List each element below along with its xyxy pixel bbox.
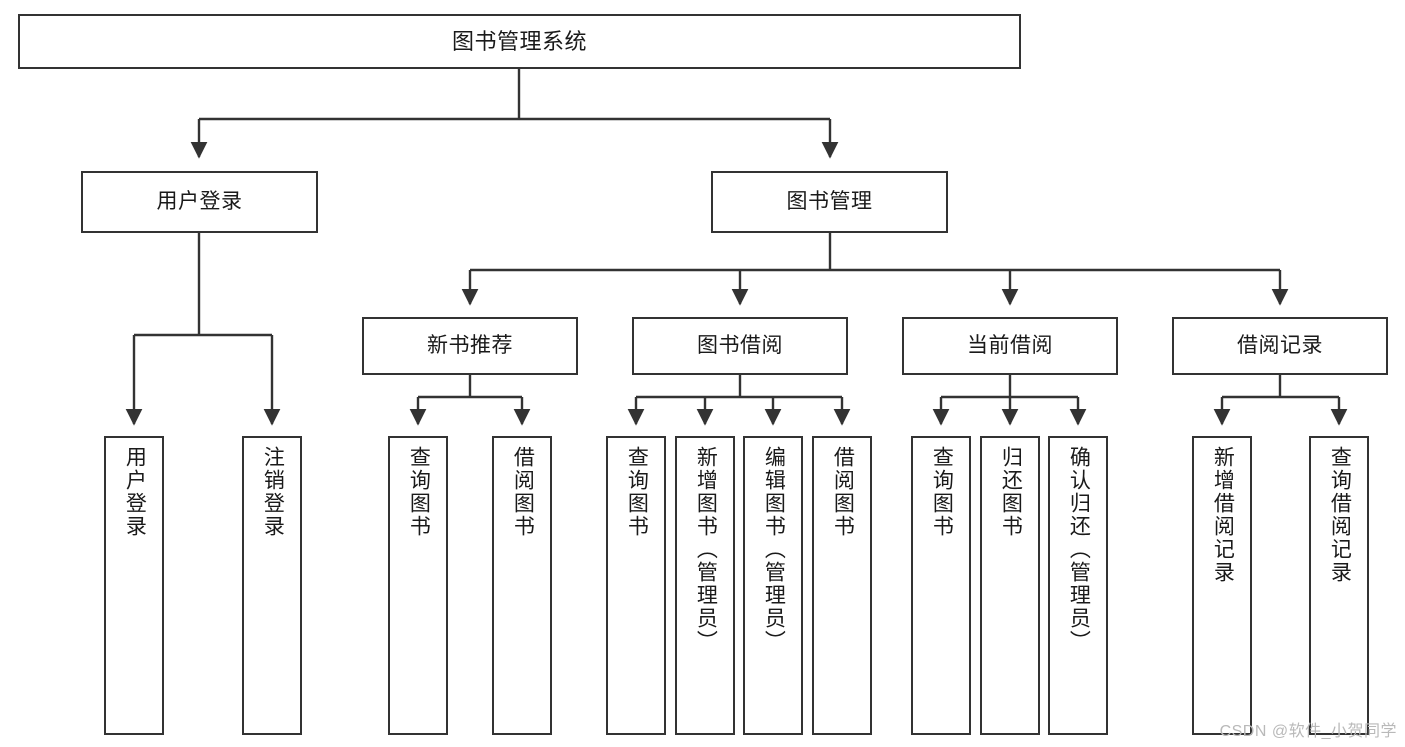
node-new-book-rec-label: 新书推荐 — [427, 333, 513, 357]
leaf-logout[interactable]: 注销登录 — [242, 436, 302, 735]
node-borrow-record[interactable]: 借阅记录 — [1172, 317, 1388, 375]
leaf-add-book[interactable]: 新增图书（管理员） — [675, 436, 735, 735]
leaf-edit-book[interactable]: 编辑图书（管理员） — [743, 436, 803, 735]
leaf-add-record[interactable]: 新增借阅记录 — [1192, 436, 1252, 735]
leaf-confirm-return-label: 确认归还（管理员） — [1067, 446, 1091, 653]
leaf-user-login[interactable]: 用户登录 — [104, 436, 164, 735]
node-new-book-rec[interactable]: 新书推荐 — [362, 317, 578, 375]
node-book-borrow-label: 图书借阅 — [697, 333, 783, 357]
leaf-return-book[interactable]: 归还图书 — [980, 436, 1040, 735]
node-user-login-label: 用户登录 — [156, 189, 243, 213]
leaf-borrow-book-1[interactable]: 借阅图书 — [492, 436, 552, 735]
node-borrow-record-label: 借阅记录 — [1237, 333, 1323, 357]
leaf-add-book-label: 新增图书（管理员） — [694, 446, 718, 653]
node-book-manage[interactable]: 图书管理 — [711, 171, 948, 233]
node-current-borrow[interactable]: 当前借阅 — [902, 317, 1118, 375]
node-current-borrow-label: 当前借阅 — [967, 333, 1053, 357]
node-user-login[interactable]: 用户登录 — [81, 171, 318, 233]
watermark-text: CSDN @软件_小贺同学 — [1219, 723, 1397, 740]
leaf-confirm-return[interactable]: 确认归还（管理员） — [1048, 436, 1108, 735]
leaf-add-record-label: 新增借阅记录 — [1211, 446, 1235, 584]
leaf-query-book-3-label: 查询图书 — [930, 446, 954, 538]
leaf-borrow-book-1-label: 借阅图书 — [511, 446, 535, 538]
node-root[interactable]: 图书管理系统 — [18, 14, 1021, 69]
leaf-borrow-book-2[interactable]: 借阅图书 — [812, 436, 872, 735]
node-root-label: 图书管理系统 — [451, 28, 587, 54]
leaf-logout-label: 注销登录 — [261, 446, 285, 538]
leaf-query-book-1-label: 查询图书 — [407, 446, 431, 538]
leaf-borrow-book-2-label: 借阅图书 — [831, 446, 855, 538]
leaf-user-login-label: 用户登录 — [123, 446, 147, 538]
leaf-query-record-label: 查询借阅记录 — [1328, 446, 1352, 584]
leaf-query-record[interactable]: 查询借阅记录 — [1309, 436, 1369, 735]
node-book-borrow[interactable]: 图书借阅 — [632, 317, 848, 375]
leaf-query-book-2[interactable]: 查询图书 — [606, 436, 666, 735]
node-book-manage-label: 图书管理 — [786, 189, 873, 213]
leaf-return-book-label: 归还图书 — [999, 446, 1023, 538]
leaf-query-book-3[interactable]: 查询图书 — [911, 436, 971, 735]
leaf-query-book-2-label: 查询图书 — [625, 446, 649, 538]
leaf-query-book-1[interactable]: 查询图书 — [388, 436, 448, 735]
leaf-edit-book-label: 编辑图书（管理员） — [762, 446, 786, 653]
